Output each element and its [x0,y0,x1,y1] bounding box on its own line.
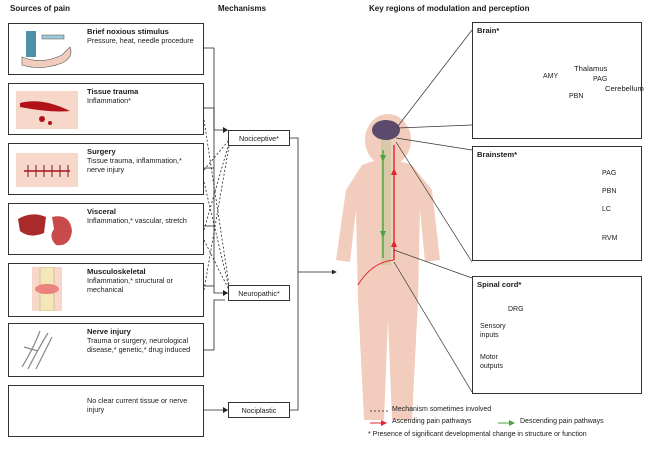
source-desc: Inflammation,* vascular, stretch [87,216,187,225]
label-pag-brain: PAG [593,76,608,83]
mechanism-neuropathic: Neuropathic* [228,285,290,301]
child-spinal-cord [381,140,391,265]
stitched-wound-icon [16,153,78,187]
source-title: Surgery [87,147,116,156]
liver-stomach-icon [18,214,72,246]
source-desc: Inflammation* [87,96,131,105]
source-desc: Tissue trauma, inflammation,* nerve inju… [87,156,182,174]
label-drg: DRG [508,306,524,313]
mechanisms-header: Mechanisms [218,4,267,13]
label-lc: LC [602,206,611,213]
link-stimulus-nociceptive [204,47,228,131]
source-title: Brief noxious stimulus [87,27,169,36]
source-no-clear-injury: No clear current tissue or nerve injury [8,385,204,437]
bleeding-cut-icon [16,91,78,129]
child-brain [372,120,400,140]
label-motor-outputs: Motor outputs [480,354,503,370]
spinal-cord-title: Spinal cord* [477,280,522,289]
brain-title: Brain* [477,26,500,35]
label-pbn-brainstem: PBN [602,188,617,195]
source-desc: No clear current tissue or nerve injury [87,396,188,414]
legend-ascending-label: Ascending pain pathways [392,418,472,425]
label-pag-brainstem: PAG [602,170,617,177]
label-rvm: RVM [602,235,618,242]
source-title: Nerve injury [87,327,131,336]
label-amy: AMY [543,73,559,80]
source-title: Tissue trauma [87,87,139,96]
mechanism-nociceptive: Nociceptive* [228,130,290,146]
source-desc: Inflammation,* structural or mechanical [87,276,173,294]
regions-header: Key regions of modulation and perception [369,4,530,13]
brainstem-title: Brainstem* [477,150,518,159]
legend-descending-label: Descending pain pathways [520,418,604,425]
label-pbn-brain: PBN [569,93,584,100]
label-sensory-inputs: Sensory inputs [480,323,506,339]
label-cerebellum: Cerebellum [605,84,644,93]
nerve-icon [21,330,53,370]
needle-hand-icon [21,31,72,68]
label-thalamus: Thalamus [574,64,608,73]
source-title: Musculoskeletal [87,267,146,276]
legend-dashed-label: Mechanism sometimes involved [392,406,492,413]
source-desc: Trauma or surgery, neurological disease,… [87,336,191,354]
joint-icon [32,267,62,311]
source-title: Visceral [87,207,116,216]
spinal-cord-panel: Spinal cord* [472,276,642,394]
source-desc: Pressure, heat, needle procedure [87,36,194,45]
brainstem-panel: Brainstem* [472,146,642,261]
mechanism-nociplastic: Nociplastic [228,402,290,418]
legend-note: * Presence of significant developmental … [368,431,587,438]
sources-header: Sources of pain [10,4,71,13]
brain-panel: Brain* [472,22,642,139]
